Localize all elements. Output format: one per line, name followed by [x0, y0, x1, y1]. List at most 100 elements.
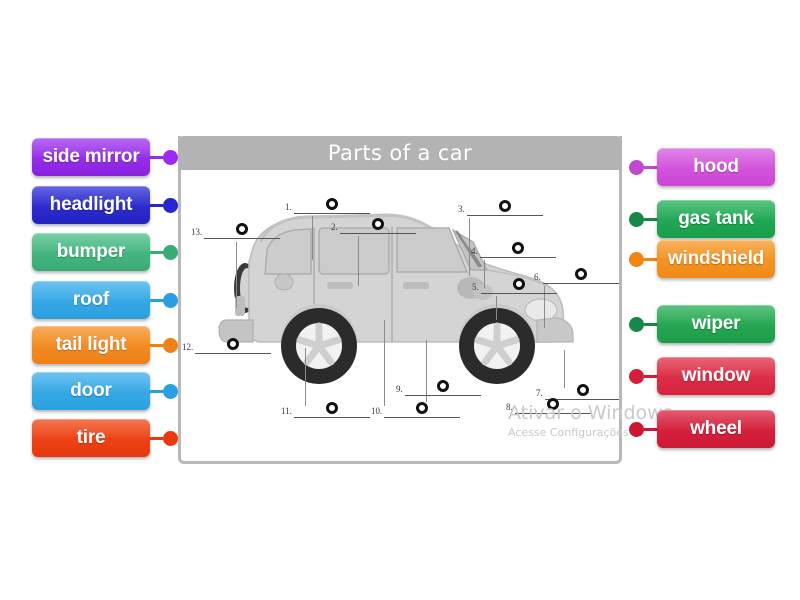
answer-slot[interactable] — [480, 278, 557, 294]
drop-ring-icon[interactable] — [512, 278, 525, 290]
draggable-label-wheel[interactable]: wheel — [657, 410, 775, 448]
draggable-label-bumper[interactable]: bumper — [32, 233, 150, 271]
marker-number: 11. — [281, 406, 292, 416]
drop-ring-icon[interactable] — [371, 218, 384, 230]
drop-target-4[interactable]: 4. — [471, 242, 556, 258]
drop-target-12[interactable]: 12. — [182, 338, 272, 354]
marker-number: 4. — [471, 246, 478, 256]
diagram-card-header: Parts of a car — [178, 136, 622, 170]
answer-slot[interactable] — [404, 380, 481, 396]
label-chip-row: headlight — [32, 186, 178, 224]
draggable-label-roof[interactable]: roof — [32, 281, 150, 319]
drop-target-13[interactable]: 13. — [191, 223, 281, 239]
leader-line — [496, 296, 498, 320]
connector-knob — [629, 316, 644, 332]
drop-ring-icon[interactable] — [325, 198, 338, 210]
drop-target-6[interactable]: 6. — [534, 268, 619, 284]
page-title: Parts of a car — [327, 141, 473, 165]
drop-target-5[interactable]: 5. — [472, 278, 557, 294]
connector-stem — [644, 427, 657, 431]
label-connector — [629, 410, 657, 448]
connector-stem — [150, 343, 163, 347]
marker-number: 12. — [182, 342, 194, 352]
label-connector — [629, 305, 657, 343]
drop-target-9[interactable]: 9. — [396, 380, 481, 396]
label-chip-row: window — [629, 357, 775, 395]
drop-target-7[interactable]: 7. — [536, 384, 619, 400]
connector-stem — [150, 436, 163, 440]
answer-slot[interactable] — [204, 223, 281, 239]
leader-line — [469, 218, 471, 276]
drop-ring-icon[interactable] — [325, 402, 338, 414]
answer-slot[interactable] — [514, 398, 591, 414]
draggable-label-gas-tank[interactable]: gas tank — [657, 200, 775, 238]
marker-number: 5. — [472, 282, 479, 292]
answer-slot[interactable] — [384, 402, 461, 418]
answer-slot[interactable] — [293, 198, 370, 214]
connector-knob — [163, 149, 178, 165]
connector-knob — [163, 383, 178, 399]
connector-knob — [163, 197, 178, 213]
draggable-label-windshield[interactable]: windshield — [657, 240, 775, 278]
label-connector — [629, 357, 657, 395]
marker-number: 13. — [191, 227, 203, 237]
connector-stem — [644, 165, 657, 169]
drop-ring-icon[interactable] — [576, 384, 589, 396]
drop-ring-icon[interactable] — [416, 402, 429, 414]
label-connector — [629, 148, 657, 186]
connector-stem — [150, 250, 163, 254]
diagram-card-body: 1. 2. 3. 4. 5. 6. 7.8. 9. 10. 11. 12. 13. — [181, 170, 619, 461]
drop-ring-icon[interactable] — [436, 380, 449, 392]
drop-target-11[interactable]: 11. — [281, 402, 370, 418]
answer-slot[interactable] — [293, 402, 370, 418]
label-chip-row: hood — [629, 148, 775, 186]
drop-target-1[interactable]: 1. — [285, 198, 370, 214]
draggable-label-wiper[interactable]: wiper — [657, 305, 775, 343]
draggable-label-side-mirror[interactable]: side mirror — [32, 138, 150, 176]
answer-slot[interactable] — [544, 384, 619, 400]
draggable-label-window[interactable]: window — [657, 357, 775, 395]
connector-stem — [150, 298, 163, 302]
drop-ring-icon[interactable] — [498, 200, 511, 212]
drop-target-10[interactable]: 10. — [371, 402, 461, 418]
label-chip-row: tail light — [32, 326, 178, 364]
marker-number: 1. — [285, 202, 292, 212]
answer-slot[interactable] — [479, 242, 556, 258]
answer-slot[interactable] — [195, 338, 272, 354]
marker-number: 9. — [396, 384, 403, 394]
drop-ring-icon[interactable] — [574, 268, 587, 280]
label-chip-row: windshield — [629, 240, 775, 278]
drop-ring-icon[interactable] — [546, 398, 559, 410]
marker-number: 3. — [458, 204, 465, 214]
answer-slot[interactable] — [339, 218, 416, 234]
draggable-label-tail-light[interactable]: tail light — [32, 326, 150, 364]
drop-ring-icon[interactable] — [227, 338, 240, 350]
drop-target-3[interactable]: 3. — [458, 200, 543, 216]
leader-line — [544, 286, 546, 328]
connector-stem — [644, 217, 657, 221]
answer-slot[interactable] — [466, 200, 543, 216]
label-chip-row: tire — [32, 419, 178, 457]
marker-number: 6. — [534, 272, 541, 282]
draggable-label-tire[interactable]: tire — [32, 419, 150, 457]
leader-line — [564, 350, 566, 388]
connector-knob — [629, 211, 644, 227]
connector-knob — [163, 337, 178, 353]
drop-target-2[interactable]: 2. — [331, 218, 416, 234]
label-connector — [629, 240, 657, 278]
drop-ring-icon[interactable] — [511, 242, 524, 254]
drop-ring-icon[interactable] — [236, 223, 249, 235]
draggable-label-door[interactable]: door — [32, 372, 150, 410]
leader-line — [384, 320, 386, 406]
label-connector — [150, 138, 178, 176]
drop-target-8[interactable]: 8. — [506, 398, 591, 414]
connector-stem — [150, 155, 163, 159]
draggable-label-headlight[interactable]: headlight — [32, 186, 150, 224]
draggable-label-hood[interactable]: hood — [657, 148, 775, 186]
marker-number: 10. — [371, 406, 383, 416]
answer-slot[interactable] — [542, 268, 619, 284]
label-chip-row: door — [32, 372, 178, 410]
marker-number: 2. — [331, 222, 338, 232]
leader-line — [358, 236, 360, 286]
connector-knob — [163, 430, 178, 446]
